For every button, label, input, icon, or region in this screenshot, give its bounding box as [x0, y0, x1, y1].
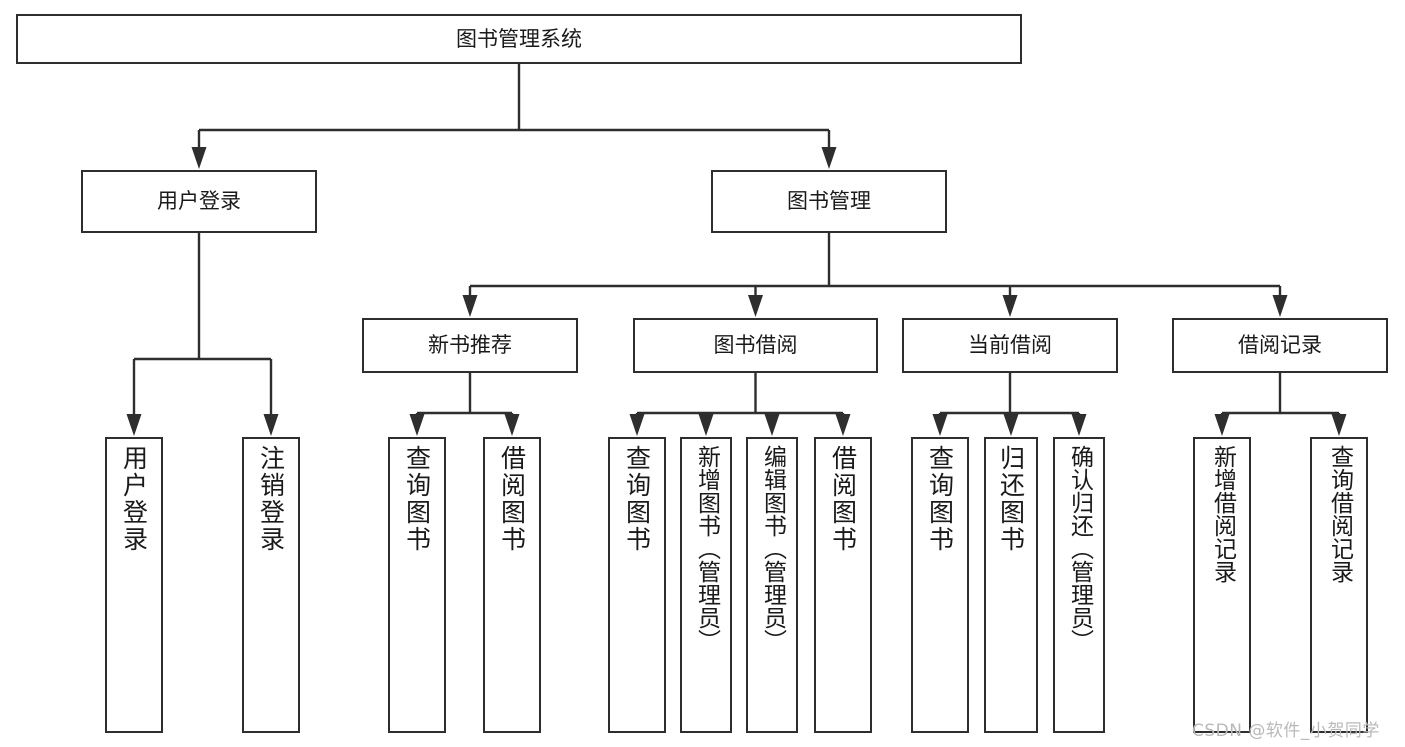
node-label: 借阅图书 — [497, 445, 527, 553]
node-label: 查询图书 — [622, 445, 652, 553]
node-leaf-confirm-return-admin[interactable]: 确认归还（管理员） — [1053, 437, 1105, 733]
connector-arrowhead — [126, 414, 142, 436]
node-label: 借阅图书 — [828, 445, 858, 553]
node-label: 图书借阅 — [713, 333, 798, 358]
node-root[interactable]: 图书管理系统 — [16, 14, 1022, 64]
connector-arrowhead — [1002, 295, 1018, 317]
node-leaf-add-book-admin[interactable]: 新增图书（管理员） — [680, 437, 732, 733]
node-label: 新增借阅记录 — [1209, 445, 1236, 583]
node-book-borrow[interactable]: 图书借阅 — [633, 318, 878, 373]
node-label: 注销登录 — [256, 445, 286, 553]
connector-arrowhead — [462, 295, 478, 317]
node-label: 查询图书 — [402, 445, 432, 553]
node-new-book-recommend[interactable]: 新书推荐 — [362, 318, 578, 373]
connector-arrowhead — [1071, 414, 1087, 436]
connector-arrowhead — [629, 414, 645, 436]
watermark-text: CSDN @软件_小贺同学 — [1192, 721, 1380, 741]
node-leaf-logout[interactable]: 注销登录 — [242, 437, 300, 733]
node-label: 查询图书 — [925, 445, 955, 553]
connector-arrowhead — [1214, 414, 1230, 436]
node-label: 图书管理系统 — [456, 26, 582, 51]
connector-arrowhead — [835, 414, 851, 436]
connector-arrowhead — [821, 147, 837, 169]
node-leaf-add-borrow-record[interactable]: 新增借阅记录 — [1193, 437, 1251, 733]
node-label: 新增图书（管理员） — [693, 445, 720, 652]
node-label: 用户登录 — [119, 445, 149, 553]
node-leaf-borrow-book-2[interactable]: 借阅图书 — [814, 437, 872, 733]
node-leaf-query-book-3[interactable]: 查询图书 — [911, 437, 969, 733]
connector-arrowhead — [764, 414, 780, 436]
node-book-management[interactable]: 图书管理 — [711, 170, 947, 233]
node-borrow-record[interactable]: 借阅记录 — [1172, 318, 1388, 373]
connector-arrowhead — [263, 414, 279, 436]
node-leaf-query-book-1[interactable]: 查询图书 — [388, 437, 446, 733]
node-leaf-borrow-book-1[interactable]: 借阅图书 — [483, 437, 541, 733]
node-leaf-return-book[interactable]: 归还图书 — [984, 437, 1038, 733]
node-user-login[interactable]: 用户登录 — [81, 170, 317, 233]
connector-arrowhead — [1331, 414, 1347, 436]
node-label: 图书管理 — [787, 189, 871, 214]
node-leaf-user-login[interactable]: 用户登录 — [105, 437, 163, 733]
connector-arrowhead — [748, 295, 763, 317]
node-label: 新书推荐 — [428, 333, 512, 358]
node-current-borrow[interactable]: 当前借阅 — [902, 318, 1118, 373]
node-label: 借阅记录 — [1238, 333, 1322, 358]
node-label: 归还图书 — [996, 445, 1026, 553]
connector-arrowhead — [932, 414, 948, 436]
connector-arrowhead — [409, 414, 425, 436]
node-label: 确认归还（管理员） — [1066, 445, 1093, 652]
node-leaf-edit-book-admin[interactable]: 编辑图书（管理员） — [746, 437, 798, 733]
node-leaf-query-book-2[interactable]: 查询图书 — [608, 437, 666, 733]
node-label: 查询借阅记录 — [1326, 445, 1353, 583]
connector-arrowhead — [698, 414, 714, 436]
node-label: 用户登录 — [157, 189, 241, 214]
connector-arrowhead — [1272, 295, 1288, 317]
node-leaf-query-borrow-record[interactable]: 查询借阅记录 — [1310, 437, 1368, 733]
node-label: 编辑图书（管理员） — [759, 445, 786, 652]
connector-arrowhead — [504, 414, 520, 436]
node-label: 当前借阅 — [968, 333, 1052, 358]
connector-arrowhead — [191, 147, 207, 169]
connector-arrowhead — [1003, 414, 1019, 436]
